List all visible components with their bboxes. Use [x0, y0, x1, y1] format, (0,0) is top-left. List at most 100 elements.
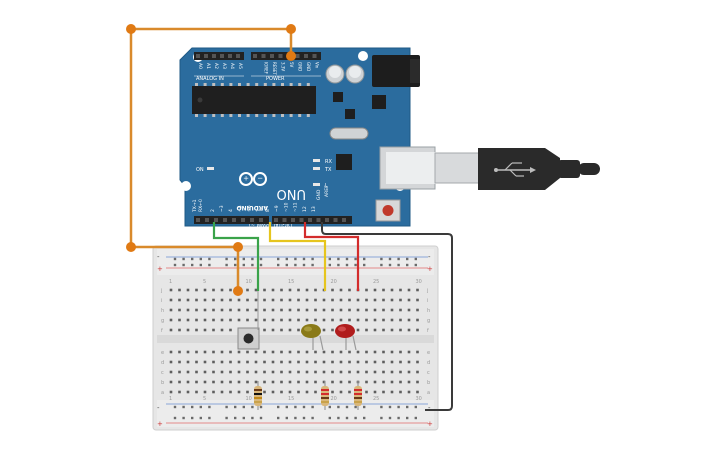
- wire-bend-point[interactable]: [126, 242, 136, 252]
- rail-hole[interactable]: [363, 405, 366, 409]
- breadboard-hole[interactable]: [339, 318, 343, 322]
- breadboard-hole[interactable]: [212, 350, 215, 354]
- header-pin[interactable]: [212, 54, 216, 58]
- rail-hole[interactable]: [242, 416, 245, 420]
- breadboard-hole[interactable]: [305, 288, 309, 292]
- wire-endpoint-breadboard[interactable]: [233, 286, 243, 296]
- breadboard-hole[interactable]: [331, 370, 334, 374]
- breadboard-hole[interactable]: [280, 390, 283, 394]
- breadboard-hole[interactable]: [254, 318, 258, 322]
- header-pin[interactable]: [220, 54, 224, 58]
- breadboard-hole[interactable]: [297, 360, 300, 364]
- breadboard-hole[interactable]: [416, 370, 419, 374]
- breadboard-hole[interactable]: [314, 350, 317, 354]
- rail-hole[interactable]: [406, 405, 409, 409]
- breadboard-hole[interactable]: [288, 350, 292, 354]
- rail-hole[interactable]: [294, 263, 297, 267]
- breadboard-hole[interactable]: [305, 360, 309, 364]
- breadboard-hole[interactable]: [186, 308, 190, 312]
- rail-hole[interactable]: [380, 257, 383, 261]
- rail-hole[interactable]: [277, 263, 280, 267]
- rail-hole[interactable]: [234, 257, 237, 261]
- header-pin[interactable]: [342, 218, 346, 222]
- breadboard-hole[interactable]: [314, 390, 317, 394]
- breadboard-hole[interactable]: [271, 318, 275, 322]
- rail-hole[interactable]: [182, 416, 185, 420]
- rail-hole[interactable]: [191, 405, 194, 409]
- rail-hole[interactable]: [208, 257, 211, 261]
- breadboard-hole[interactable]: [229, 380, 232, 384]
- breadboard-hole[interactable]: [407, 298, 411, 302]
- rail-hole[interactable]: [388, 257, 392, 261]
- breadboard-hole[interactable]: [220, 380, 224, 384]
- breadboard-hole[interactable]: [373, 298, 377, 302]
- breadboard-hole[interactable]: [246, 360, 249, 364]
- rail-hole[interactable]: [302, 405, 306, 409]
- breadboard-hole[interactable]: [186, 370, 190, 374]
- wire-yellow[interactable]: [268, 222, 327, 291]
- breadboard-hole[interactable]: [220, 390, 224, 394]
- rail-hole[interactable]: [225, 405, 228, 409]
- breadboard-hole[interactable]: [365, 380, 368, 384]
- breadboard-hole[interactable]: [416, 298, 419, 302]
- rail-hole[interactable]: [285, 416, 288, 420]
- rail-hole[interactable]: [294, 257, 297, 261]
- breadboard-hole[interactable]: [297, 318, 300, 322]
- rail-hole[interactable]: [199, 257, 202, 261]
- breadboard-hole[interactable]: [382, 370, 385, 374]
- breadboard-hole[interactable]: [305, 318, 309, 322]
- breadboard-hole[interactable]: [229, 390, 232, 394]
- breadboard-hole[interactable]: [331, 360, 334, 364]
- breadboard-hole[interactable]: [280, 370, 283, 374]
- breadboard-hole[interactable]: [373, 328, 377, 332]
- breadboard-hole[interactable]: [178, 390, 181, 394]
- breadboard-hole[interactable]: [331, 318, 334, 322]
- rail-hole[interactable]: [251, 405, 254, 409]
- breadboard-hole[interactable]: [203, 350, 207, 354]
- breadboard-hole[interactable]: [263, 308, 266, 312]
- rail-hole[interactable]: [406, 257, 409, 261]
- rail-hole[interactable]: [277, 257, 280, 261]
- breadboard-hole[interactable]: [416, 360, 419, 364]
- breadboard-hole[interactable]: [169, 350, 173, 354]
- rail-hole[interactable]: [294, 416, 297, 420]
- rail-hole[interactable]: [225, 257, 228, 261]
- rail-hole[interactable]: [328, 416, 331, 420]
- header-pin[interactable]: [204, 54, 208, 58]
- rail-hole[interactable]: [173, 257, 177, 261]
- breadboard-hole[interactable]: [416, 328, 419, 332]
- breadboard-hole[interactable]: [331, 350, 334, 354]
- rail-hole[interactable]: [199, 416, 202, 420]
- wire-green[interactable]: [212, 222, 260, 291]
- breadboard-hole[interactable]: [331, 390, 334, 394]
- breadboard-hole[interactable]: [339, 350, 343, 354]
- breadboard-hole[interactable]: [229, 298, 232, 302]
- breadboard-hole[interactable]: [356, 308, 360, 312]
- header-pin[interactable]: [299, 218, 304, 222]
- breadboard-hole[interactable]: [220, 298, 224, 302]
- breadboard-hole[interactable]: [178, 318, 181, 322]
- breadboard-hole[interactable]: [399, 298, 402, 302]
- breadboard-hole[interactable]: [169, 298, 173, 302]
- breadboard-hole[interactable]: [195, 370, 198, 374]
- breadboard-hole[interactable]: [212, 380, 215, 384]
- breadboard-hole[interactable]: [288, 298, 292, 302]
- breadboard-hole[interactable]: [348, 390, 351, 394]
- breadboard-hole[interactable]: [390, 390, 394, 394]
- wire-black-ground[interactable]: [321, 222, 453, 411]
- rail-hole[interactable]: [311, 416, 314, 420]
- header-pin[interactable]: [304, 54, 308, 58]
- breadboard-hole[interactable]: [288, 360, 292, 364]
- breadboard-hole[interactable]: [348, 370, 351, 374]
- breadboard-hole[interactable]: [203, 360, 207, 364]
- breadboard-hole[interactable]: [237, 318, 241, 322]
- breadboard-hole[interactable]: [407, 380, 411, 384]
- header-pin[interactable]: [236, 54, 240, 58]
- rail-hole[interactable]: [380, 416, 383, 420]
- header-pin[interactable]: [228, 54, 232, 58]
- breadboard-hole[interactable]: [373, 318, 377, 322]
- rail-hole[interactable]: [328, 263, 331, 267]
- breadboard-hole[interactable]: [365, 308, 368, 312]
- breadboard-hole[interactable]: [246, 288, 249, 292]
